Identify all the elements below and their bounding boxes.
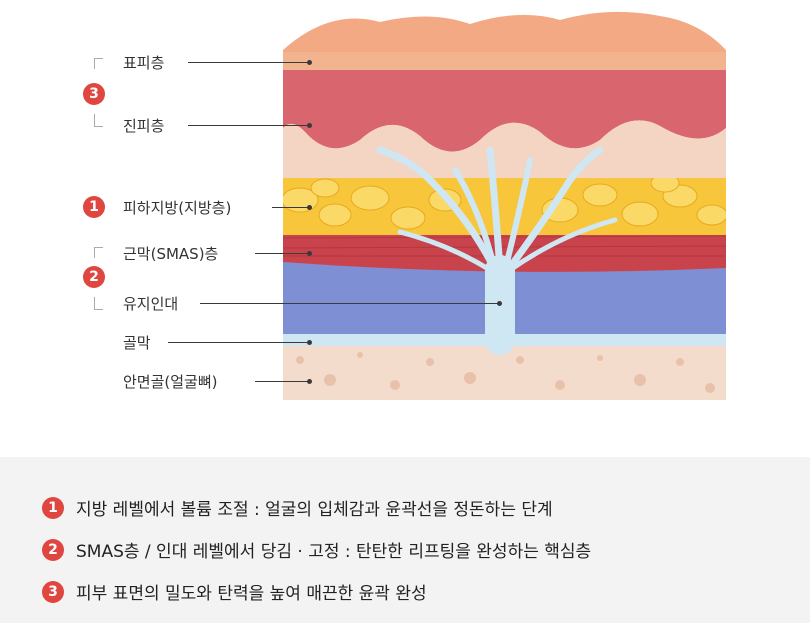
summary-row-2: 2 SMAS층 / 인대 레벨에서 당김 · 고정 : 탄탄한 리프팅을 완성하… xyxy=(42,537,591,562)
leader-fat xyxy=(272,205,312,210)
epidermis-layer xyxy=(283,52,726,70)
skin-layer-diagram: 3 1 2 표피층 진피층 피하지방(지방층) 근막(SMAS)층 유지인대 골… xyxy=(83,11,726,400)
leader-epidermis xyxy=(188,60,312,65)
summary-text: SMAS층 / 인대 레벨에서 당김 · 고정 : 탄탄한 리프팅을 완성하는 … xyxy=(76,542,592,562)
bracket-3-top xyxy=(94,58,103,69)
summary-badge: 3 xyxy=(42,580,64,603)
bracket-2-top xyxy=(94,247,103,258)
label-periosteum: 골막 xyxy=(123,334,151,352)
summary-row-3: 3 피부 표면의 밀도와 탄력을 높여 매끈한 윤곽 완성 xyxy=(42,579,427,604)
label-dermis: 진피층 xyxy=(123,117,165,135)
summary-panel: 1 지방 레벨에서 볼륨 조절 : 얼굴의 입체감과 윤곽선을 정돈하는 단계 … xyxy=(0,457,810,623)
badge-one: 1 xyxy=(83,196,105,218)
label-smas: 근막(SMAS)층 xyxy=(123,245,219,263)
label-bone: 안면골(얼굴뼈) xyxy=(123,373,218,391)
dermis-layer xyxy=(283,68,726,152)
leader-smas xyxy=(255,251,312,256)
leader-dermis xyxy=(188,123,312,128)
leader-periosteum xyxy=(168,340,312,345)
summary-text: 지방 레벨에서 볼륨 조절 : 얼굴의 입체감과 윤곽선을 정돈하는 단계 xyxy=(76,500,553,520)
label-ligament: 유지인대 xyxy=(123,295,179,313)
summary-badge: 1 xyxy=(42,496,64,519)
epidermis-surface xyxy=(283,11,726,56)
bracket-3-bottom xyxy=(94,114,103,127)
label-epidermis: 표피층 xyxy=(123,54,165,72)
badge-two: 2 xyxy=(83,266,105,288)
label-fat: 피하지방(지방층) xyxy=(123,199,232,217)
summary-text: 피부 표면의 밀도와 탄력을 높여 매끈한 윤곽 완성 xyxy=(76,584,427,604)
summary-row-1: 1 지방 레벨에서 볼륨 조절 : 얼굴의 입체감과 윤곽선을 정돈하는 단계 xyxy=(42,495,553,520)
leader-ligament xyxy=(200,301,502,306)
summary-badge: 2 xyxy=(42,538,64,561)
leader-bone xyxy=(255,379,312,384)
bracket-2-bottom xyxy=(94,297,103,310)
badge-three: 3 xyxy=(83,83,105,105)
skin-cross-section xyxy=(283,11,726,400)
